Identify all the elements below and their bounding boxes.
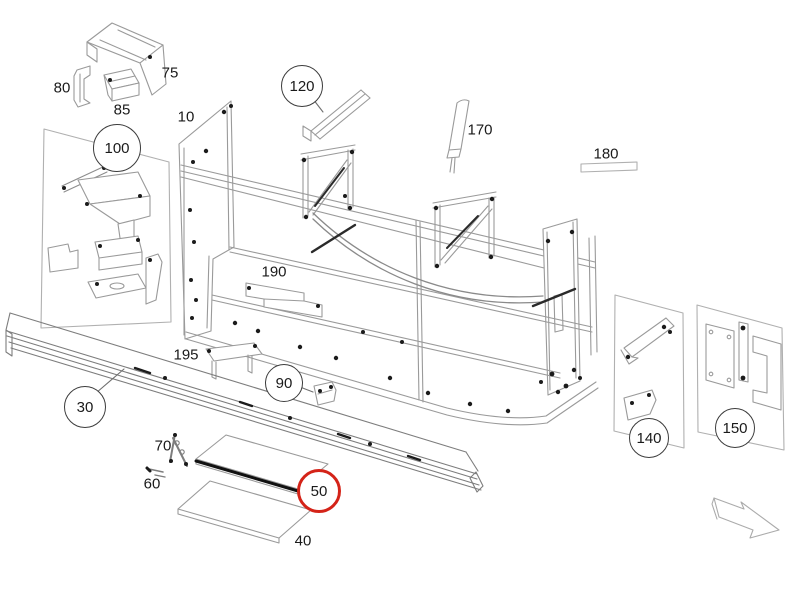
callout-70: 70 [154,437,172,455]
hardware-70 [169,433,188,467]
step-bracket-190 [245,282,323,318]
callout-80: 80 [53,79,71,97]
callout-140: 140 [629,418,669,458]
callout-60: 60 [143,475,161,493]
kit-panel-150 [696,304,785,451]
rail-120 [302,89,371,142]
callout-195: 195 [173,346,199,364]
callout-90: 90 [265,364,303,402]
sealant-tube-170 [446,99,470,174]
callout-75: 75 [161,64,179,82]
bar-180 [580,161,638,173]
callout-180: 180 [593,145,619,163]
bracket-90 [313,381,337,406]
bracket-75-drawing [86,22,167,96]
direction-arrow-icon [711,497,780,539]
bolt-dots [62,55,746,466]
rail-30 [5,312,484,493]
main-frame-10 [178,100,599,426]
callout-120: 120 [281,65,323,107]
callout-150: 150 [715,408,755,448]
kit-panel-100 [40,128,172,329]
callout-30: 30 [64,386,106,428]
bracket-85-drawing [103,68,140,102]
callout-190: 190 [261,263,287,281]
panel-40 [177,480,312,544]
callout-50-highlighted: 50 [297,469,341,513]
hardware-60 [145,466,166,478]
kit-panel-140 [613,294,685,449]
callout-85: 85 [113,101,131,119]
bracket-80-drawing [73,65,91,108]
callout-100: 100 [93,124,141,172]
callout-40: 40 [294,532,312,550]
callout-170: 170 [467,121,493,139]
bracket-195 [205,342,263,380]
callout-10: 10 [177,108,195,126]
